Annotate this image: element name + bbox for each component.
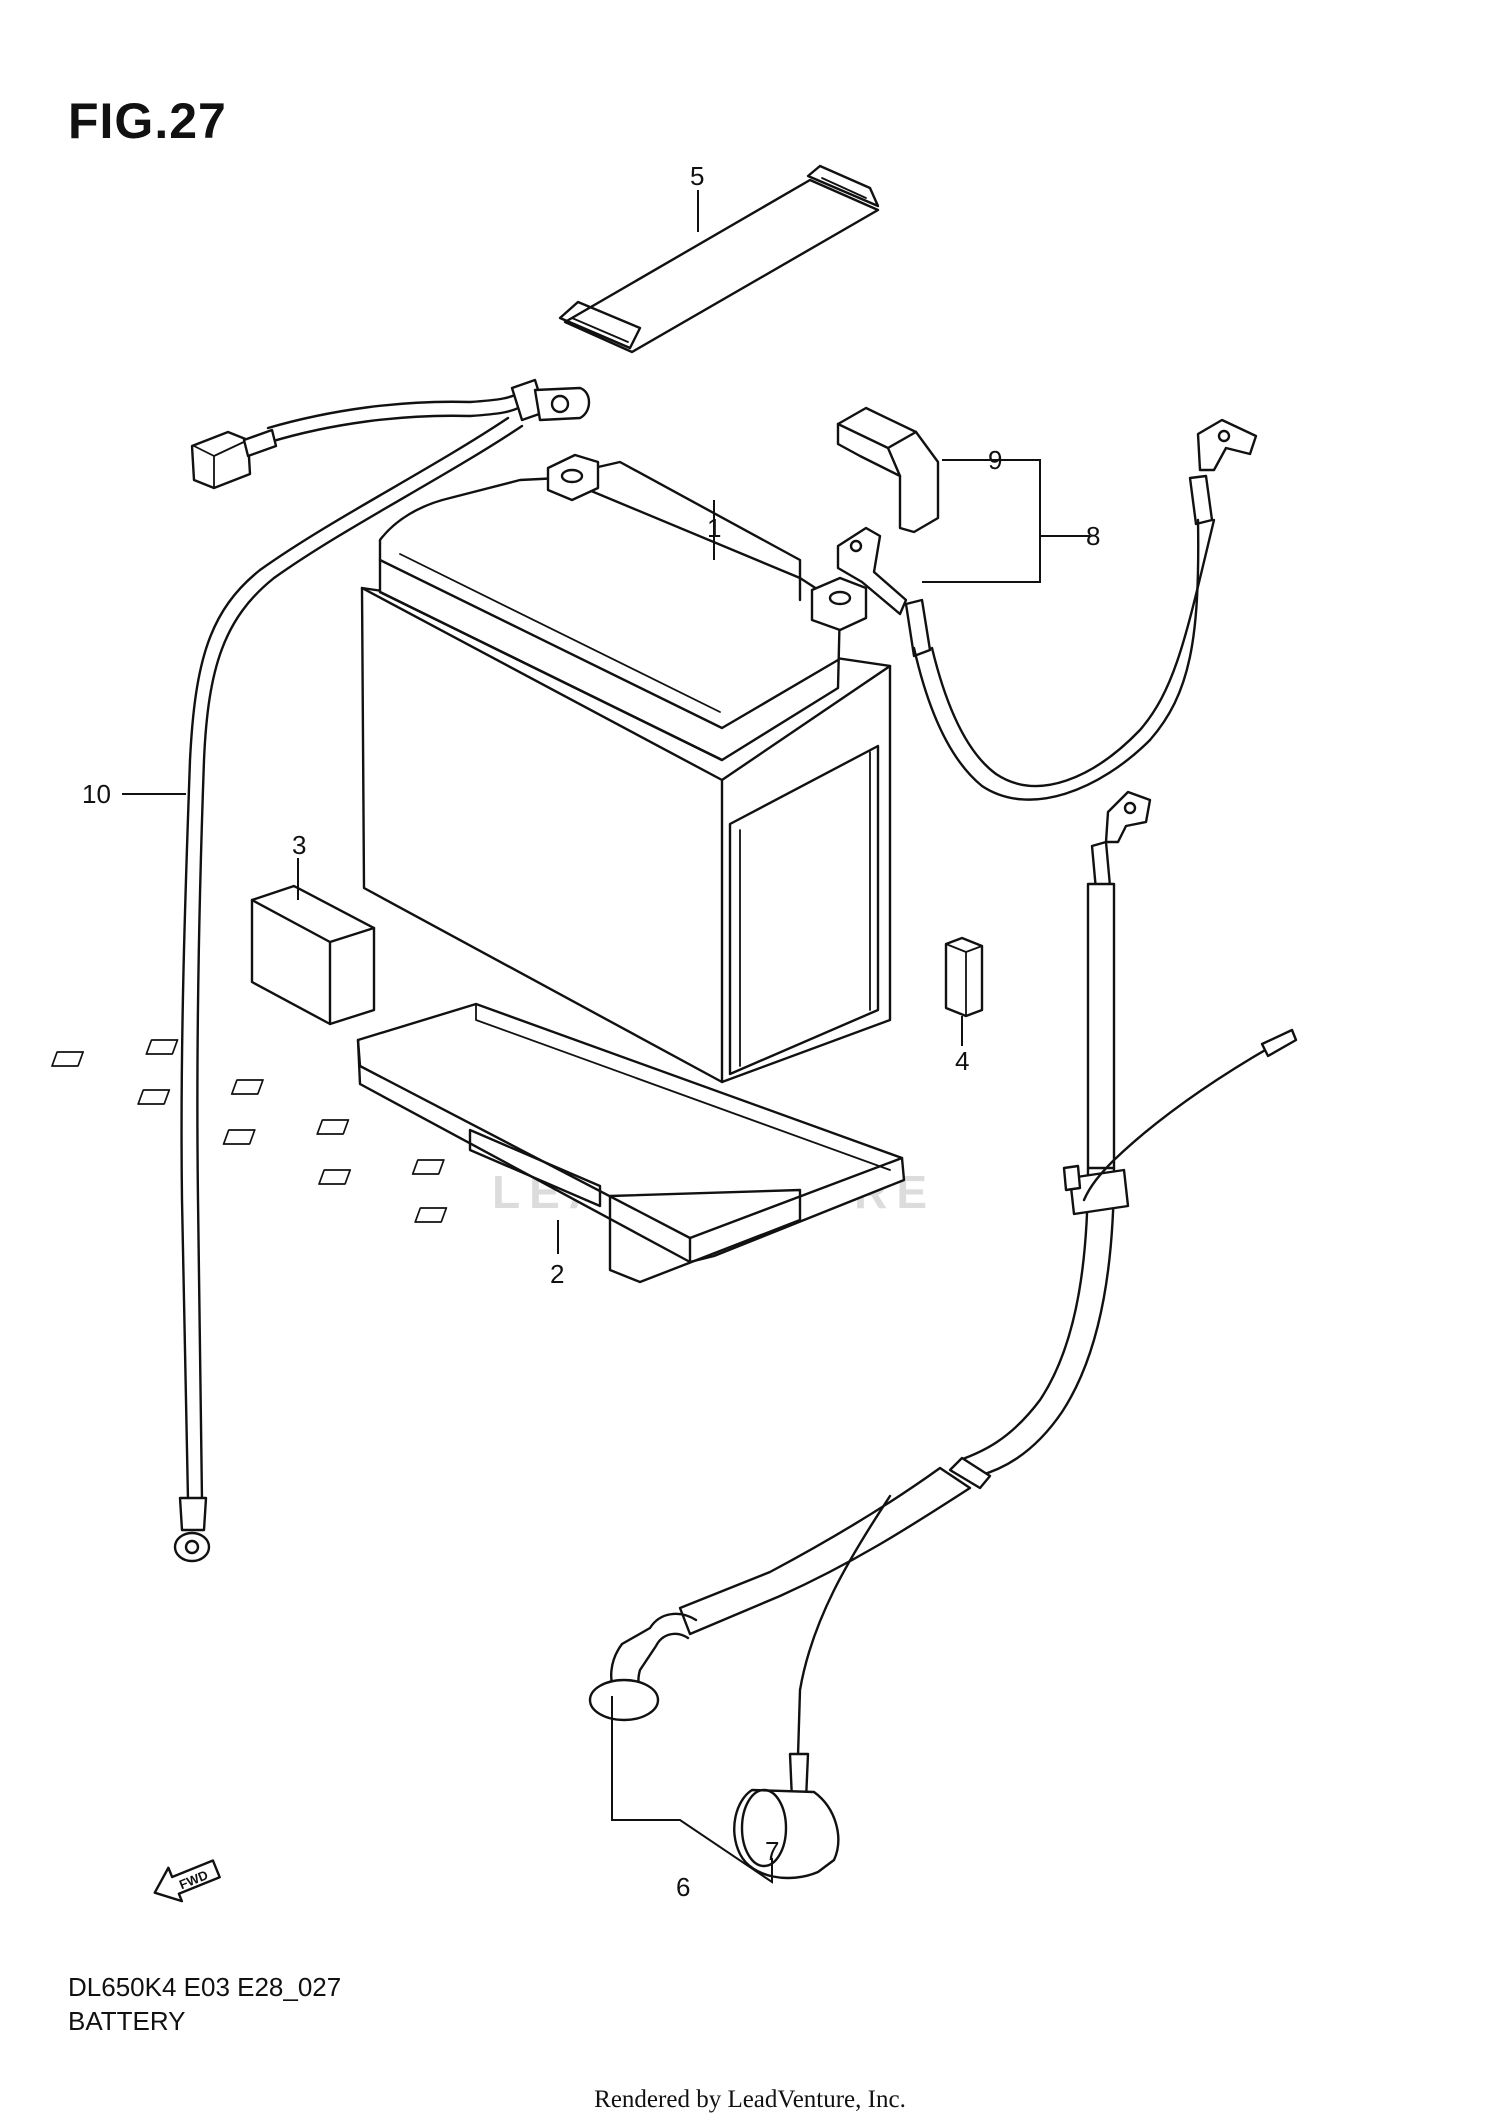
lead-wire xyxy=(173,378,591,1563)
diagram-name: BATTERY xyxy=(68,2006,186,2036)
callout-10: 10 xyxy=(82,779,111,809)
callout-3: 3 xyxy=(292,830,306,860)
battery-tray xyxy=(51,1002,906,1284)
terminal-cover xyxy=(836,406,940,534)
callout-5: 5 xyxy=(690,161,704,191)
tray-slots xyxy=(51,1039,448,1223)
fwd-arrow-icon: FWD xyxy=(153,1859,221,1903)
figure-title: FIG.27 xyxy=(68,93,227,149)
callout-6: 6 xyxy=(676,1872,690,1902)
callout-1: 1 xyxy=(707,513,721,543)
battery-pad xyxy=(250,884,376,1026)
callouts: 1 2 3 4 5 6 7 8 9 10 xyxy=(82,161,1100,1902)
callout-4: 4 xyxy=(955,1046,969,1076)
callout-8: 8 xyxy=(1086,521,1100,551)
leader-lines xyxy=(122,190,1090,1884)
diagram-code: DL650K4 E03 E28_027 xyxy=(68,1972,342,2002)
battery xyxy=(360,453,892,1084)
battery-strap xyxy=(558,164,880,354)
callout-2: 2 xyxy=(550,1259,564,1289)
callout-7: 7 xyxy=(765,1836,779,1866)
positive-cable xyxy=(836,418,1258,801)
negative-cable xyxy=(588,790,1298,1880)
small-pad xyxy=(944,936,984,1018)
callout-9: 9 xyxy=(988,445,1002,475)
rendered-by-credit: Rendered by LeadVenture, Inc. xyxy=(594,2086,906,2113)
